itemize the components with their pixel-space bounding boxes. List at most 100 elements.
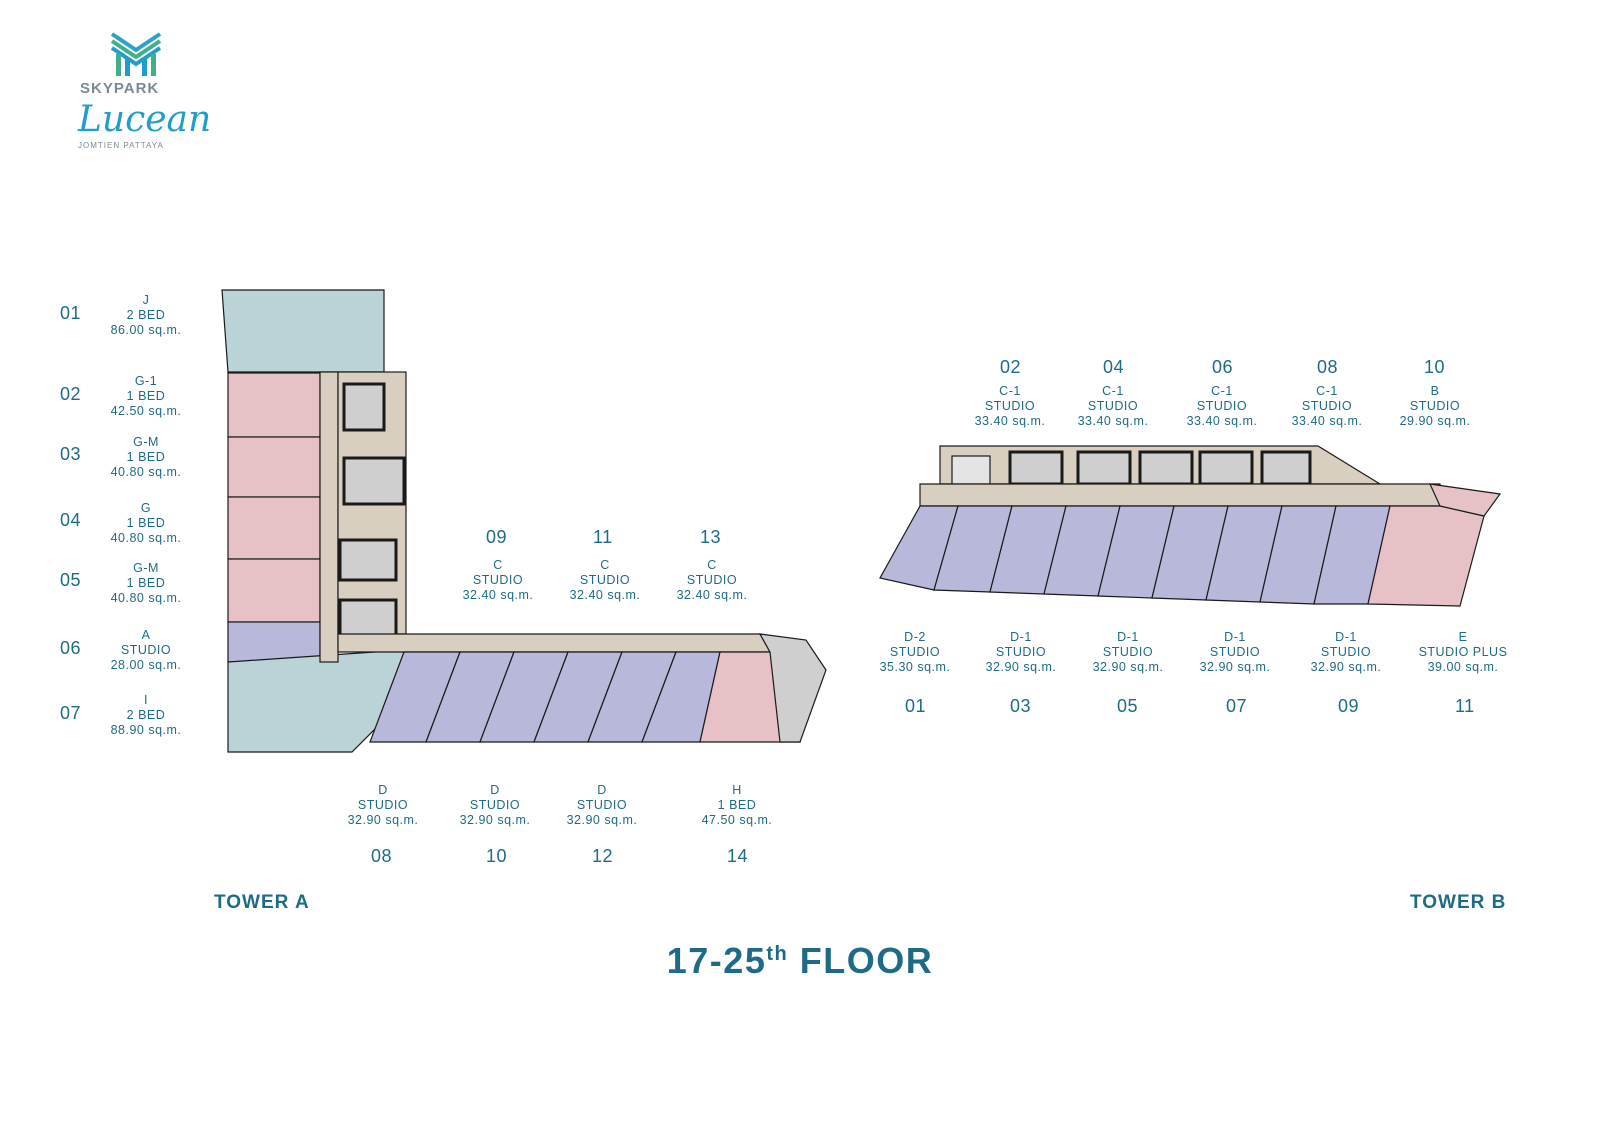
unit-size: STUDIO	[1209, 645, 1261, 659]
tower-a-label: TOWER A	[214, 892, 310, 913]
unit-number: 04	[1103, 357, 1125, 377]
unit-area: 40.80 sq.m.	[110, 591, 182, 605]
unit-number: 09	[1338, 696, 1360, 716]
unit-info: C-1 STUDIO 33.40 sq.m.	[960, 384, 1060, 429]
unit-size: STUDIO	[984, 399, 1036, 413]
unit-type: C	[600, 558, 610, 572]
logo-location: JOMTIEN PATTAYA	[78, 141, 164, 150]
unit-info: C STUDIO 32.40 sq.m.	[448, 558, 548, 603]
unit-size: STUDIO PLUS	[1418, 645, 1508, 659]
unit-type: G-M	[133, 435, 159, 449]
unit-number: 05	[1117, 696, 1139, 716]
unit-size: STUDIO	[995, 645, 1047, 659]
unit-number: 01	[60, 303, 82, 323]
unit-number: 13	[700, 527, 722, 547]
unit-size: 1 BED	[126, 389, 166, 403]
unit-a01	[221, 289, 385, 373]
unit-type: D	[597, 783, 607, 797]
unit-info: D STUDIO 32.90 sq.m.	[445, 783, 545, 828]
unit-type: G	[140, 501, 152, 515]
unit-size: STUDIO	[1409, 399, 1461, 413]
unit-type: D-2	[904, 630, 926, 644]
unit-info: B STUDIO 29.90 sq.m.	[1385, 384, 1485, 429]
corridor-a-horizontal	[337, 633, 772, 653]
unit-info: D-2 STUDIO 35.30 sq.m.	[865, 630, 965, 675]
unit-info: E STUDIO PLUS 39.00 sq.m.	[1398, 630, 1528, 675]
unit-size: STUDIO	[469, 798, 521, 812]
unit-area: 32.90 sq.m.	[985, 660, 1057, 674]
unit-area: 32.90 sq.m.	[347, 813, 419, 827]
unit-area: 40.80 sq.m.	[110, 465, 182, 479]
core-a-end	[758, 633, 827, 743]
unit-number: 02	[60, 384, 82, 404]
unit-area: 35.30 sq.m.	[879, 660, 951, 674]
floor-title-sup: th	[766, 943, 789, 965]
unit-info: C-1 STUDIO 33.40 sq.m.	[1172, 384, 1272, 429]
unit-area: 32.90 sq.m.	[1199, 660, 1271, 674]
unit-type: D	[378, 783, 388, 797]
unit-info: C-1 STUDIO 33.40 sq.m.	[1277, 384, 1377, 429]
unit-area: 42.50 sq.m.	[110, 404, 182, 418]
tower-b-plan	[879, 445, 1502, 607]
tower-b-label: TOWER B	[1410, 892, 1507, 913]
unit-area: 32.90 sq.m.	[1310, 660, 1382, 674]
unit-number: 06	[1212, 357, 1234, 377]
unit-number: 07	[60, 703, 82, 723]
unit-type: D-1	[1335, 630, 1357, 644]
unit-info: H 1 BED 47.50 sq.m.	[687, 783, 787, 828]
unit-type: C	[707, 558, 717, 572]
unit-number: 01	[905, 696, 927, 716]
logo-brand: SKYPARK	[80, 80, 160, 97]
unit-size: STUDIO	[576, 798, 628, 812]
unit-area: 33.40 sq.m.	[974, 414, 1046, 428]
unit-size: STUDIO	[1087, 399, 1139, 413]
unit-a02	[227, 372, 321, 438]
floor-title-main: 17-25	[666, 940, 767, 981]
logo-mark-icon	[110, 32, 162, 76]
corridor-a-vertical	[319, 371, 339, 663]
logo-script: Lucean	[78, 99, 212, 140]
unit-info: D-1 STUDIO 32.90 sq.m.	[971, 630, 1071, 675]
unit-number: 03	[1010, 696, 1032, 716]
corridor-b	[919, 483, 1441, 507]
unit-size: STUDIO	[1301, 399, 1353, 413]
unit-info: J 2 BED 86.00 sq.m.	[96, 293, 196, 338]
unit-type: B	[1430, 384, 1440, 398]
unit-number: 08	[1317, 357, 1339, 377]
unit-area: 40.80 sq.m.	[110, 531, 182, 545]
unit-number: 11	[1455, 696, 1475, 716]
floor-title: 17-25th FLOOR	[0, 940, 1600, 982]
unit-size: STUDIO	[1196, 399, 1248, 413]
unit-info: D STUDIO 32.90 sq.m.	[333, 783, 433, 828]
unit-size: 1 BED	[126, 450, 166, 464]
unit-type: C-1	[1211, 384, 1233, 398]
unit-size: STUDIO	[889, 645, 941, 659]
unit-number: 11	[593, 527, 613, 547]
unit-size: 1 BED	[717, 798, 757, 812]
unit-area: 33.40 sq.m.	[1077, 414, 1149, 428]
unit-number: 06	[60, 638, 82, 658]
unit-area: 29.90 sq.m.	[1399, 414, 1471, 428]
unit-info: D-1 STUDIO 32.90 sq.m.	[1185, 630, 1285, 675]
unit-type: C-1	[1316, 384, 1338, 398]
unit-type: C-1	[1102, 384, 1124, 398]
unit-type: I	[144, 693, 148, 707]
unit-info: C-1 STUDIO 33.40 sq.m.	[1063, 384, 1163, 429]
unit-number: 04	[60, 510, 82, 530]
unit-area: 28.00 sq.m.	[110, 658, 182, 672]
unit-number: 12	[592, 846, 614, 866]
unit-size: STUDIO	[1102, 645, 1154, 659]
unit-area: 33.40 sq.m.	[1186, 414, 1258, 428]
unit-info: G-1 1 BED 42.50 sq.m.	[96, 374, 196, 419]
unit-type: G-1	[134, 374, 158, 388]
unit-number: 03	[60, 444, 82, 464]
unit-number: 07	[1226, 696, 1248, 716]
unit-size: 2 BED	[126, 308, 166, 322]
unit-area: 32.90 sq.m.	[566, 813, 638, 827]
unit-type: D-1	[1224, 630, 1246, 644]
unit-info: D-1 STUDIO 32.90 sq.m.	[1078, 630, 1178, 675]
unit-type: C-1	[999, 384, 1021, 398]
unit-a03	[227, 436, 321, 498]
unit-type: D-1	[1117, 630, 1139, 644]
unit-type: J	[142, 293, 150, 307]
